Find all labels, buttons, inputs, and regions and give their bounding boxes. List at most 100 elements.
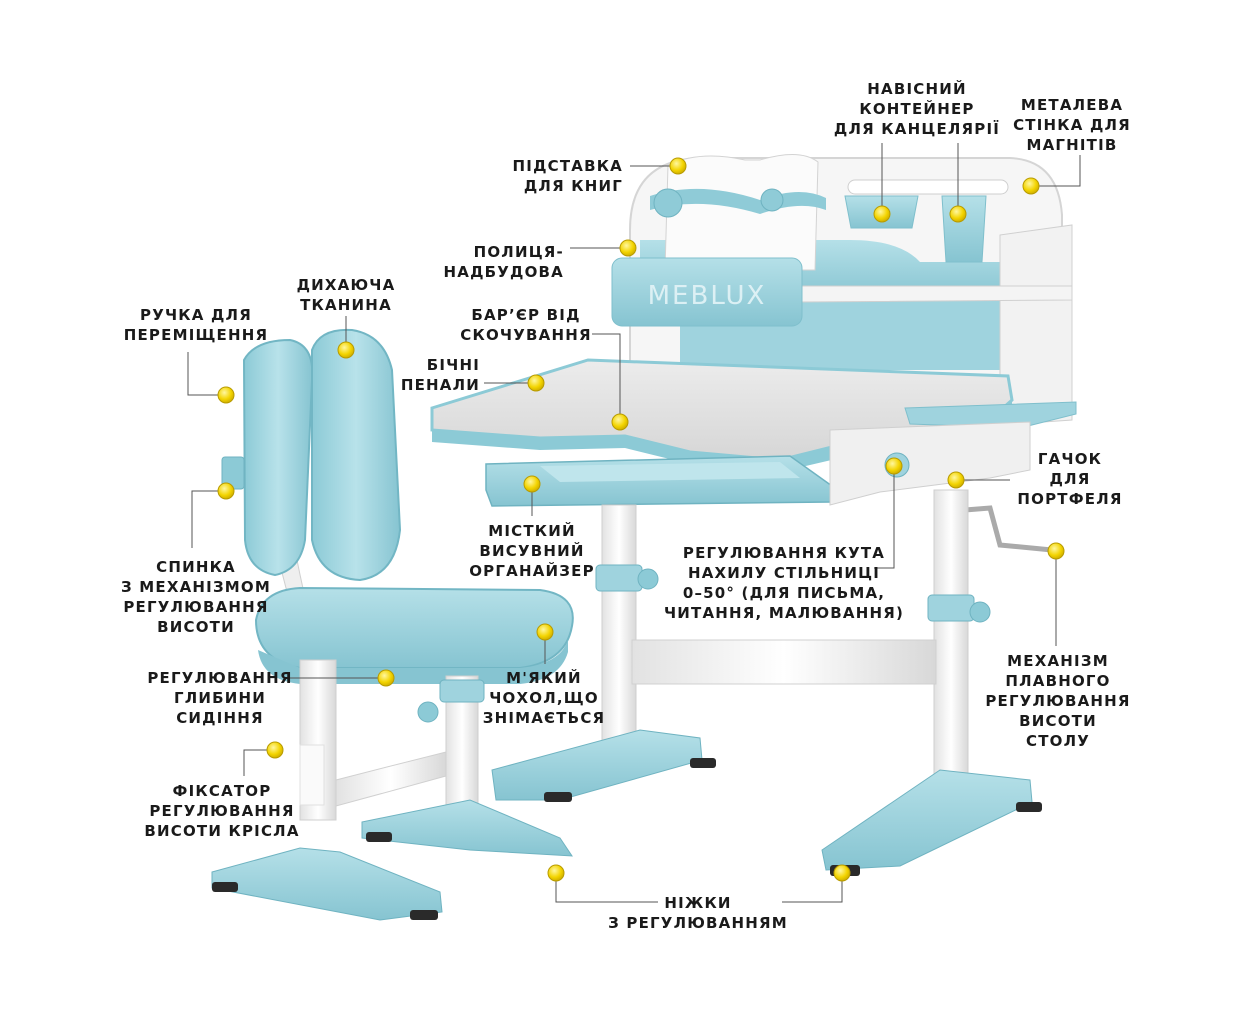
callout-text: З РЕГУЛЮВАННЯМ [608,914,788,932]
callout-text: ДЛЯ КНИГ [523,177,623,195]
callout-organizer: МІСТКИЙ ВИСУВНИЙ ОРГАНАЙЗЕР [469,521,595,581]
callout-text: РЕГУЛЮВАННЯ [985,692,1131,710]
desk-crossbar [631,639,937,685]
callout-text: НІЖКИ [664,894,732,912]
desk-right-post [933,489,969,781]
marker-container-left [873,205,891,223]
marker-organizer [523,475,541,493]
callout-text: ВИСУВНИЙ [479,542,585,560]
callout-text: ДИХАЮЧА [296,276,396,294]
desk-shelf [799,285,1073,303]
callout-chair-lock: ФІКСАТОР РЕГУЛЮВАННЯ ВИСОТИ КРІСЛА [144,781,299,841]
markers [217,157,1065,882]
marker-cover [536,623,554,641]
callout-side-trays: БІЧНІ ПЕНАЛИ [392,355,480,395]
marker-shelf [619,239,637,257]
chair-crossbar [335,751,447,807]
callout-text: ПОЛИЦЯ- [473,243,564,261]
callout-text: НАВІСНИЙ [867,80,967,98]
desk-left-foot [491,729,703,801]
callout-text: РУЧКА ДЛЯ [140,306,252,324]
callout-text: ЗНІМАЄТЬСЯ [482,709,606,727]
callout-bag-hook: ГАЧОК ДЛЯ ПОРТФЕЛЯ [1017,449,1122,509]
callout-text: ГАЧОК [1037,450,1103,468]
callout-text: ТКАНИНА [300,296,392,314]
chair-right-foot [361,799,573,857]
marker-book-stand [669,157,687,175]
marker-legs-left [547,864,565,882]
callout-hanging-container: НАВІСНИЙ КОНТЕЙНЕР ДЛЯ КАНЦЕЛЯРІЇ [834,79,1000,139]
marker-fabric [337,341,355,359]
marker-side-trays [527,374,545,392]
callout-text: НАДБУДОВА [443,263,564,281]
callout-text: М'ЯКИЙ [506,669,582,687]
chair-backrest-right [311,328,402,582]
callout-roll-barrier: БАР’ЄР ВІД СКОЧУВАННЯ [460,305,591,345]
callout-text: ДЛЯ [1049,470,1091,488]
marker-container-right [949,205,967,223]
callout-text: ГЛИБИНИ [173,689,267,707]
callout-text: ДЛЯ КАНЦЕЛЯРІЇ [833,120,1001,138]
marker-seat-depth [377,669,395,687]
callout-text: ВИСОТИ [157,618,235,636]
callout-text: КОНТЕЙНЕР [859,100,975,118]
callout-text: РЕГУЛЮВАННЯ [123,598,269,616]
callout-text: З МЕХАНІЗМОМ [120,578,272,596]
callout-text: ПЕРЕМІЩЕННЯ [123,326,269,344]
callout-text: РЕГУЛЮВАННЯ [149,802,295,820]
callout-text: СИДІННЯ [176,709,264,727]
callout-text: ВИСОТИ КРІСЛА [144,822,300,840]
callout-text: 0–50° (ДЛЯ ПИСЬМА, [682,584,886,602]
desk-barrier [611,257,803,327]
chair-backrest-left [242,338,314,577]
marker-tilt [885,457,903,475]
callout-legs: НІЖКИ З РЕГУЛЮВАННЯМ [608,893,788,933]
callout-text: РЕГУЛЮВАННЯ КУТА [682,544,886,562]
callout-backrest: СПИНКА З МЕХАНІЗМОМ РЕГУЛЮВАННЯ ВИСОТИ [121,557,271,637]
callout-shelf: ПОЛИЦЯ- НАДБУДОВА [440,242,564,282]
desk-tilt-frame [829,421,1031,506]
leader-handle [187,352,222,396]
desk-book-stand [664,154,819,271]
callout-text: ПЕНАЛИ [400,376,480,394]
marker-barrier [611,413,629,431]
callout-breathable-fabric: ДИХАЮЧА ТКАНИНА [297,275,396,315]
leader-barrier [592,333,621,422]
desk-right-foot [821,769,1033,871]
leader-metal-wall [1031,155,1081,187]
brand-logo: MEBLUX [648,281,767,311]
callout-metal-wall: МЕТАЛЕВА СТІНКА ДЛЯ МАГНІТІВ [1013,95,1131,155]
callout-text: ПІДСТАВКА [512,157,623,175]
marker-desk-height [1047,542,1065,560]
callout-text: СТОЛУ [1025,732,1090,750]
marker-backrest [217,482,235,500]
callout-text: МЕТАЛЕВА [1020,96,1124,114]
callout-text: ВИСОТИ [1019,712,1097,730]
marker-chair-lock [266,741,284,759]
leader-chair-lock [243,749,275,776]
callout-text: БІЧНІ [426,356,480,374]
chair [211,328,574,921]
callout-text: ПОРТФЕЛЯ [1017,490,1123,508]
callout-text: СТІНКА ДЛЯ [1013,116,1131,134]
leader-backrest [191,490,222,548]
leader-legs-left [555,875,658,903]
chair-seat [254,586,574,669]
callout-text: РЕГУЛЮВАННЯ [147,669,293,687]
desk-left-post [601,504,637,756]
desk-hutch-slot [847,179,1009,195]
callout-seat-depth: РЕГУЛЮВАННЯ ГЛИБИНИ СИДІННЯ [147,668,292,728]
callout-soft-cover: М'ЯКИЙ ЧОХОЛ,ЩО ЗНІМАЄТЬСЯ [483,668,606,728]
callout-text: СПИНКА [156,558,236,576]
marker-legs-right [833,864,851,882]
callout-book-stand: ПІДСТАВКА ДЛЯ КНИГ [505,156,623,196]
callout-text: МІСТКИЙ [488,522,576,540]
desk-pen-cup-right [941,195,987,263]
callout-text: ФІКСАТОР [172,782,272,800]
leader-legs-right [782,875,843,903]
callout-handle: РУЧКА ДЛЯ ПЕРЕМІЩЕННЯ [124,305,269,345]
desk-side-tray [904,401,1077,429]
marker-metal-wall [1022,177,1040,195]
